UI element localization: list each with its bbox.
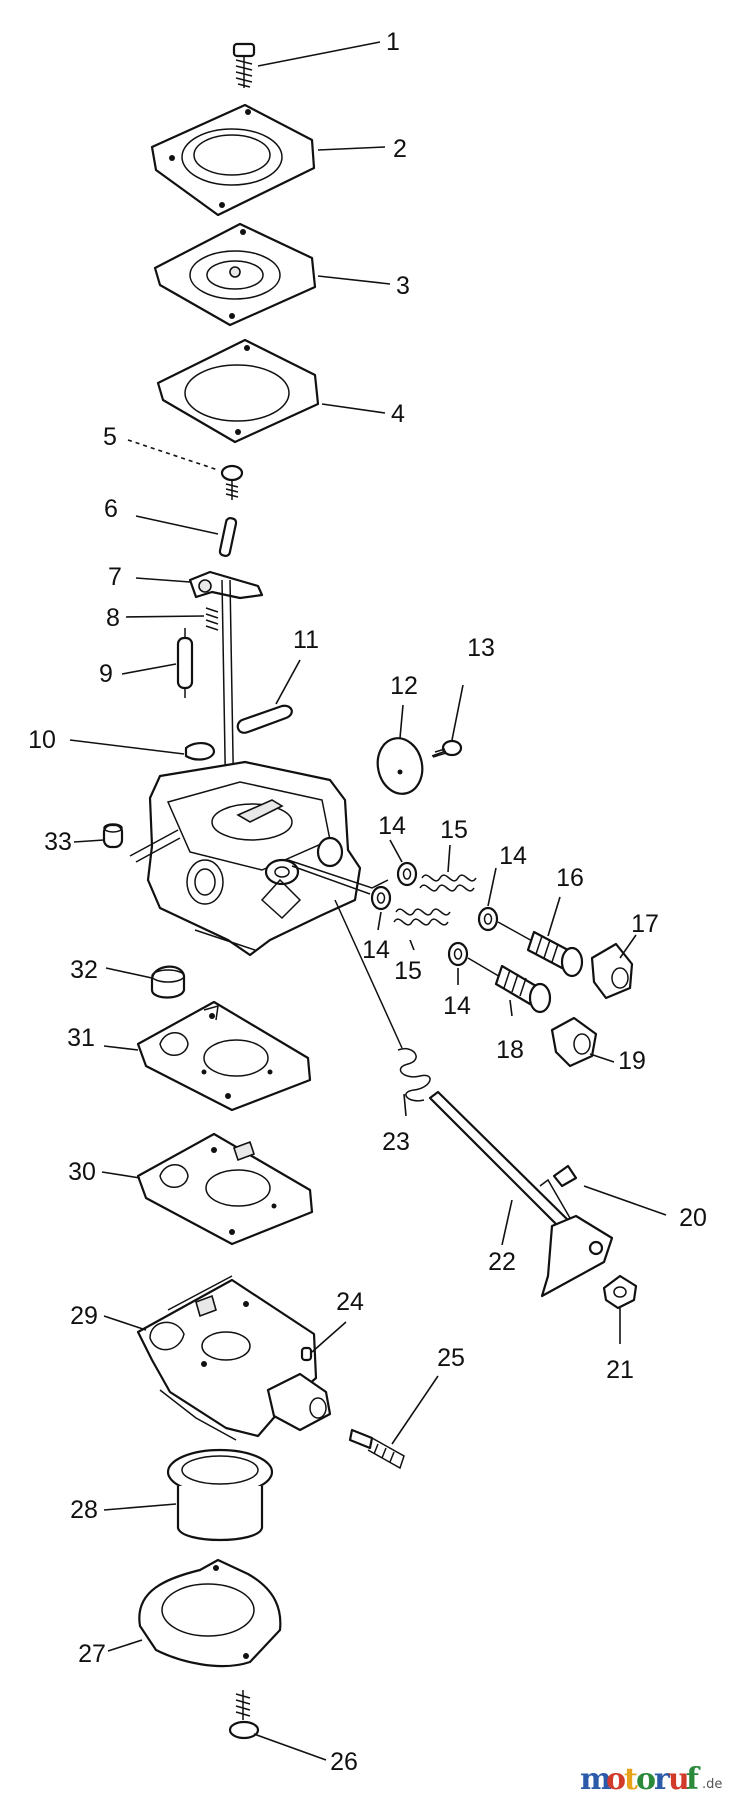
part-plug (102, 823, 124, 849)
part-gasket-31 (136, 1000, 312, 1112)
part-needle-valve-low (467, 957, 552, 1014)
part-gasket-bottom (138, 1558, 282, 1668)
callout-30: 30 (68, 1158, 96, 1186)
part-needle-spring-2 (393, 908, 451, 926)
svg-text:u: u (668, 1762, 690, 1797)
part-washer-4 (447, 941, 469, 967)
part-metering-lever (188, 570, 264, 600)
callout-7: 7 (108, 563, 122, 591)
callout-16: 16 (556, 864, 584, 892)
part-washer-2 (370, 885, 392, 911)
callout-29: 29 (70, 1302, 98, 1330)
svg-text:t: t (624, 1762, 638, 1797)
part-cap (150, 965, 186, 999)
svg-text:m: m (580, 1762, 612, 1797)
part-screw-25 (348, 1428, 405, 1470)
callout-13: 13 (467, 634, 495, 662)
part-screw-small (220, 464, 244, 500)
part-filter-cup (166, 1448, 274, 1542)
callout-14-d: 14 (443, 992, 471, 1020)
callout-32: 32 (70, 956, 98, 984)
part-screw-top (232, 42, 256, 88)
part-throttle-screw (431, 739, 463, 758)
callout-10: 10 (28, 726, 56, 754)
callout-15-b: 15 (394, 957, 422, 985)
callout-2: 2 (393, 135, 407, 163)
callout-5: 5 (103, 423, 117, 451)
part-pump-body (136, 1275, 332, 1441)
motoruf-logo: m o t o r u f .de (580, 1762, 722, 1797)
callout-labels: 1 2 3 4 5 6 7 8 9 10 11 12 13 33 14 15 1… (28, 28, 707, 1776)
callout-17: 17 (631, 910, 659, 938)
callout-11: 11 (293, 626, 319, 654)
part-diaphragm (153, 222, 317, 327)
callout-19: 19 (618, 1047, 646, 1075)
part-gasket-30 (136, 1132, 314, 1246)
callout-33: 33 (44, 828, 72, 856)
callout-20: 20 (679, 1204, 707, 1232)
callout-25: 25 (437, 1344, 465, 1372)
callout-3: 3 (396, 272, 410, 300)
callout-23: 23 (382, 1128, 410, 1156)
part-diaphragm-cover (150, 103, 316, 217)
part-clip (184, 742, 216, 761)
part-carburetor-body (129, 760, 362, 957)
part-pin (218, 517, 238, 557)
part-small-pin (300, 1346, 313, 1362)
callout-21: 21 (606, 1356, 634, 1384)
callout-14-a: 14 (378, 812, 406, 840)
part-washer-3 (477, 906, 499, 932)
callout-1: 1 (386, 28, 400, 56)
callout-9: 9 (99, 660, 113, 688)
svg-text:r: r (654, 1762, 671, 1797)
part-throttle-plate (376, 737, 424, 795)
leader-lines (69, 41, 667, 1761)
part-screw-bottom (228, 1690, 260, 1740)
part-washer-1 (396, 861, 418, 887)
part-limiter-cap-1 (590, 942, 634, 1000)
callout-6: 6 (104, 495, 118, 523)
svg-text:f: f (686, 1762, 701, 1797)
part-throttle-lever (428, 1090, 614, 1298)
part-lever-spring (205, 607, 219, 631)
part-limiter-cap-2 (550, 1016, 598, 1068)
callout-24: 24 (336, 1288, 364, 1316)
part-inlet-needle (176, 628, 194, 698)
svg-text:o: o (636, 1762, 656, 1797)
part-shaft-spring (397, 1047, 431, 1102)
callout-12: 12 (390, 672, 418, 700)
callout-26: 26 (330, 1748, 358, 1776)
callout-14-c: 14 (362, 936, 390, 964)
part-plate-small (236, 704, 293, 734)
callout-28: 28 (70, 1496, 98, 1524)
part-e-clip (552, 1164, 578, 1188)
svg-text:.de: .de (702, 1777, 722, 1792)
callout-15-a: 15 (440, 816, 468, 844)
callout-31: 31 (67, 1024, 95, 1052)
part-needle-valve-high (497, 921, 584, 978)
callout-4: 4 (391, 400, 405, 428)
callout-18: 18 (496, 1036, 524, 1064)
part-gasket-upper (156, 338, 320, 444)
svg-text:o: o (606, 1762, 626, 1797)
callout-14-b: 14 (499, 842, 527, 870)
callout-27: 27 (78, 1640, 106, 1668)
part-shaft-nut (602, 1274, 638, 1310)
part-needle-spring-1 (419, 874, 477, 892)
callout-22: 22 (488, 1248, 516, 1276)
callout-8: 8 (106, 604, 120, 632)
